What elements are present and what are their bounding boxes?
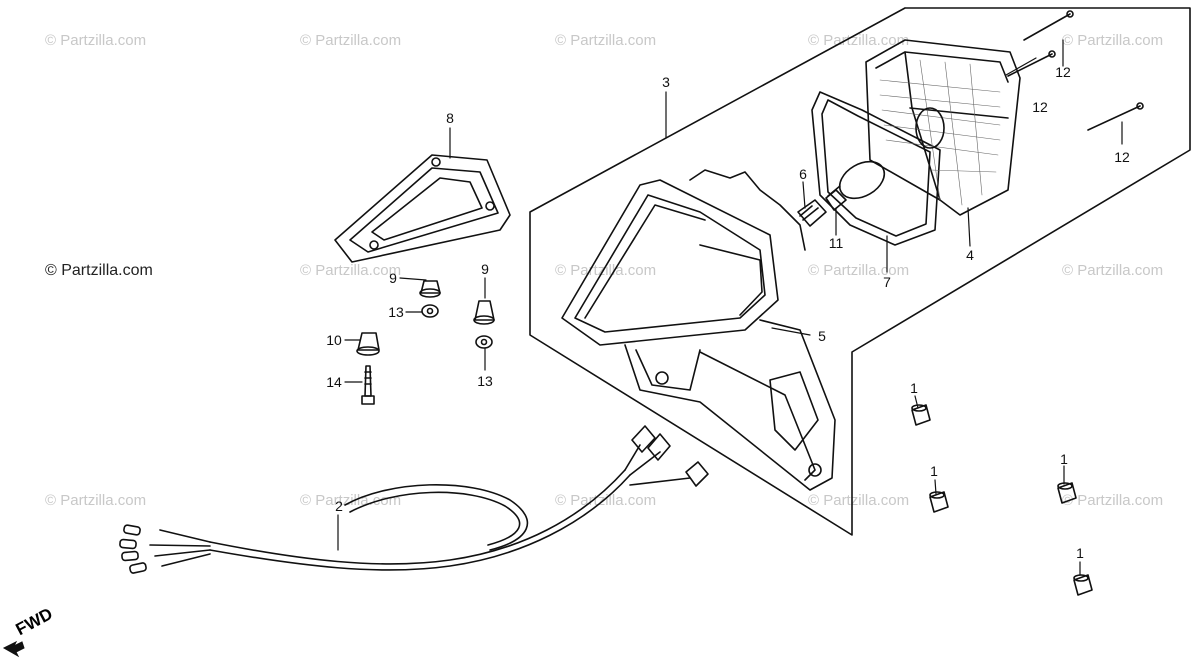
callout-3: 3: [662, 74, 670, 90]
watermark: © Partzilla.com: [300, 492, 402, 509]
callout-12: 12: [1114, 149, 1130, 165]
callout-13: 13: [388, 304, 404, 320]
callout-12: 12: [1032, 99, 1048, 115]
callout-9: 9: [481, 261, 489, 277]
callout-11: 11: [828, 235, 844, 251]
watermark: © Partzilla.com: [1062, 492, 1164, 509]
lens-part-4: [865, 39, 1021, 216]
callout-12: 12: [1055, 64, 1071, 80]
callout-5: 5: [818, 328, 826, 344]
watermark: © Partzilla.com: [555, 262, 657, 279]
watermark: © Partzilla.com: [808, 492, 910, 509]
license-bracket-part-8: [334, 154, 511, 263]
screws-part-12: [1007, 10, 1144, 131]
callout-6: 6: [799, 166, 807, 182]
callout-1: 1: [930, 463, 938, 479]
gasket-part-7: [811, 91, 941, 246]
watermark: © Partzilla.com: [1062, 262, 1164, 279]
watermark: © Partzilla.com: [300, 32, 402, 49]
watermark-dark: © Partzilla.com: [45, 262, 153, 279]
watermark: © Partzilla.com: [45, 492, 147, 509]
watermark: © Partzilla.com: [45, 32, 147, 49]
fasteners: [356, 280, 495, 405]
wire-harness-part-2: [119, 425, 709, 574]
callout-2: 2: [335, 498, 343, 514]
callout-9: 9: [389, 270, 397, 286]
callout-1: 1: [1060, 451, 1068, 467]
bulb-part-11: [825, 160, 886, 211]
taillight-bracket-part-5: [561, 169, 836, 491]
watermark: © Partzilla.com: [808, 262, 910, 279]
watermark: © Partzilla.com: [555, 32, 657, 49]
watermark: © Partzilla.com: [1062, 32, 1164, 49]
callout-8: 8: [446, 110, 454, 126]
callout-7: 7: [883, 274, 891, 290]
callout-4: 4: [966, 247, 974, 263]
forward-direction-marker: FWD: [2, 604, 92, 662]
socket-part-6: [797, 199, 827, 227]
callout-10: 10: [326, 332, 342, 348]
leader-lines: [337, 39, 1123, 576]
callout-1: 1: [1076, 545, 1084, 561]
collars-part-1: [911, 404, 1093, 596]
callout-13: 13: [477, 373, 493, 389]
fwd-arrow-icon: [2, 640, 25, 658]
watermark: © Partzilla.com: [300, 262, 402, 279]
watermark: © Partzilla.com: [808, 32, 910, 49]
callout-1: 1: [910, 380, 918, 396]
watermark: © Partzilla.com: [555, 492, 657, 509]
callout-14: 14: [326, 374, 342, 390]
assembly-boundary: [529, 7, 1191, 536]
